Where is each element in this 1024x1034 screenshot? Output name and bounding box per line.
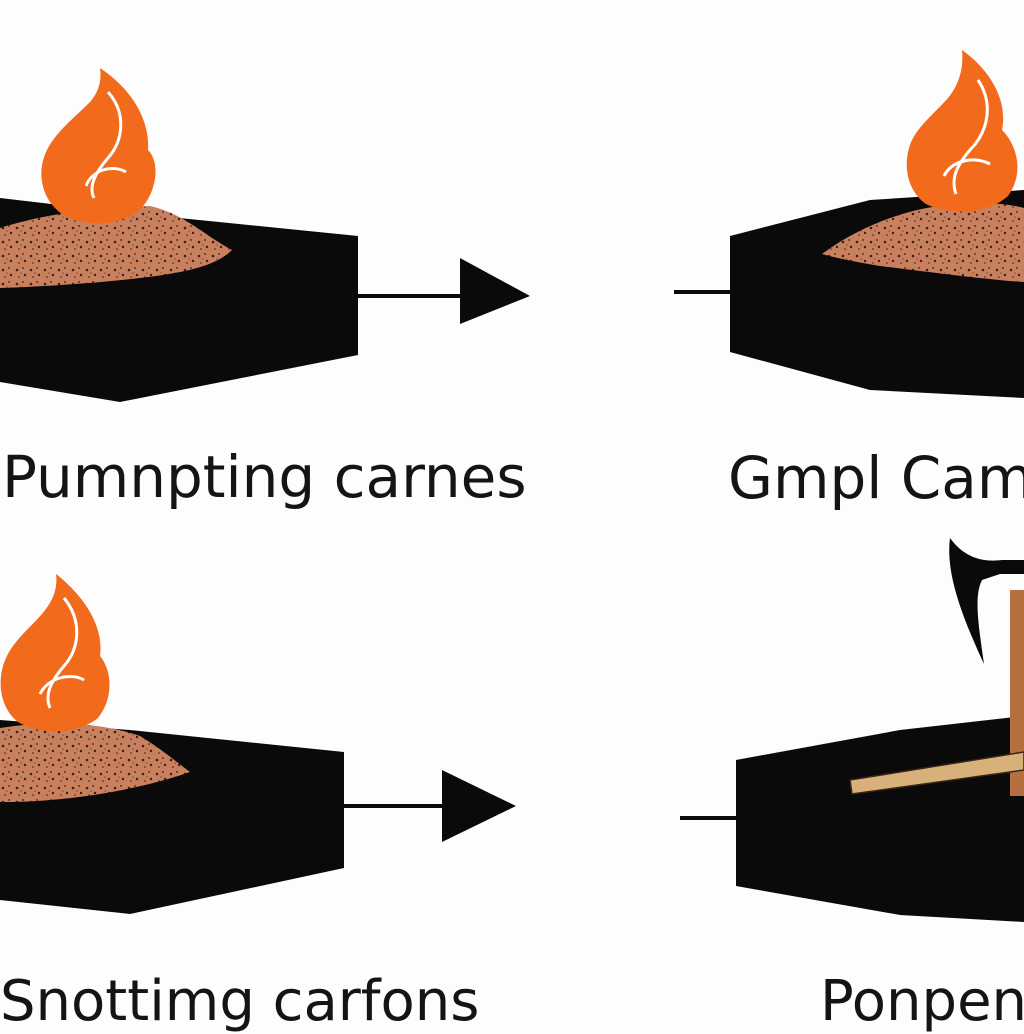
arrow-right-icon: [344, 770, 516, 842]
soil-mound: [822, 202, 1024, 282]
caption-bottom-left: Snottimg carfons: [0, 969, 480, 1034]
fire-icon: [906, 50, 1018, 212]
hammer-icon: [949, 538, 1024, 796]
soil-mound: [0, 206, 232, 288]
caption-top-left: Pumnpting carnes: [2, 443, 527, 511]
panel-bottom-left: [0, 574, 516, 914]
caption-top-right: Gmpl Cam: [728, 444, 1024, 512]
furnace-block: [736, 716, 1024, 922]
soil-mound: [0, 723, 190, 802]
panel-top-left: [0, 68, 530, 402]
fire-icon: [0, 574, 110, 732]
fire-icon: [41, 68, 156, 224]
arrow-right-icon: [358, 258, 530, 324]
panel-top-right: [674, 50, 1024, 398]
wooden-stick: [849, 751, 1024, 795]
panel-bottom-right: [680, 538, 1024, 922]
caption-bottom-right: Ponpene: [820, 969, 1024, 1034]
